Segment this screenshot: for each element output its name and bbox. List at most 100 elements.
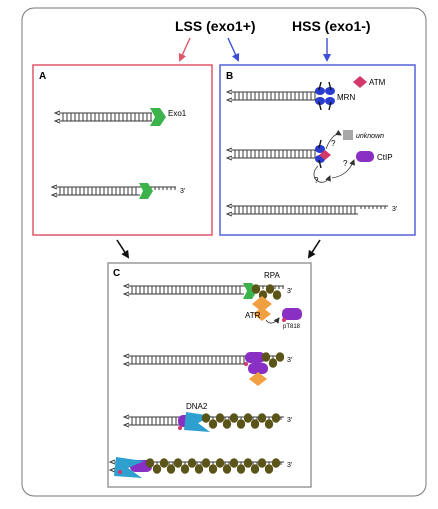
arrow-loop: [313, 165, 331, 183]
rpa-protein-icon: [250, 419, 260, 429]
rpa-protein-icon: [265, 284, 275, 294]
question-1: ?: [331, 139, 336, 148]
rpa-label: RPA: [264, 271, 281, 280]
rpa-protein-icon: [268, 358, 278, 368]
arrow-lss-to-a: [178, 37, 191, 62]
arrow-a-to-c: [116, 239, 130, 259]
pt818-label: pT818: [283, 324, 301, 330]
rpa-protein-icon: [222, 464, 232, 474]
rpa-protein-icon: [272, 290, 282, 300]
rpa-protein-icon: [271, 413, 281, 423]
arrow-b-to-c: [307, 239, 321, 259]
rpa-protein-icon: [180, 464, 190, 474]
arrow-lss-to-b: [227, 37, 240, 62]
strand-end-arrow: [108, 467, 116, 473]
panel-b-3prime: 3': [392, 206, 397, 213]
strand-end-arrow: [225, 147, 233, 153]
panel-c-3prime-4: 3': [287, 462, 292, 469]
rpa-protein-icon: [236, 464, 246, 474]
atm-label: ATM: [369, 78, 386, 87]
strand-end-arrow: [122, 353, 130, 359]
arrow-to-ctip: [331, 159, 355, 179]
atm-icon: [353, 76, 367, 88]
strand-end-arrow: [53, 118, 61, 124]
mrn-label: MRN: [337, 93, 355, 102]
strand-end-arrow: [122, 422, 130, 428]
rpa-protein-icon: [271, 458, 281, 468]
rpa-protein-icon: [159, 458, 169, 468]
rpa-protein-icon: [264, 464, 274, 474]
strand-end-arrow: [108, 459, 116, 465]
strand-end-arrow: [225, 97, 233, 103]
rpa-protein-icon: [215, 413, 225, 423]
rpa-protein-icon: [222, 419, 232, 429]
strand-end-arrow: [122, 283, 130, 289]
phospho-dot: [282, 318, 286, 322]
mrn-complex-icon-2: [315, 139, 331, 169]
rpa-cluster-3: [201, 413, 281, 429]
rpa-protein-icon: [257, 458, 267, 468]
strand-end-arrow: [225, 155, 233, 161]
title-hss: HSS (exo1-): [292, 18, 371, 34]
arrow-to-unknown: [325, 129, 342, 150]
rpa-protein-icon: [201, 458, 211, 468]
rpa-protein-icon: [243, 458, 253, 468]
rpa-cluster-2: [261, 352, 285, 368]
strand-end-arrow: [53, 110, 61, 116]
rpa-protein-icon: [201, 413, 211, 423]
strand-end-arrow: [50, 192, 58, 198]
rpa-protein-icon: [257, 413, 267, 423]
rpa-protein-icon: [261, 352, 271, 362]
panel-a-3prime: 3': [180, 188, 185, 195]
ctip-mrn-complex-icon: [244, 352, 268, 386]
panel-b-letter: B: [226, 71, 233, 82]
rpa-protein-icon: [229, 458, 239, 468]
question-2: ?: [343, 159, 348, 168]
rpa-protein-icon: [243, 413, 253, 423]
dna2-label: DNA2: [186, 402, 208, 411]
ctip-label: CtIP: [377, 153, 393, 162]
rpa-protein-icon: [229, 413, 239, 423]
rpa-protein-icon: [152, 464, 162, 474]
panel-a-letter: A: [39, 71, 46, 82]
rpa-protein-icon: [208, 419, 218, 429]
rpa-protein-icon: [215, 458, 225, 468]
panel-c-3prime-3: 3': [287, 417, 292, 424]
rpa-cluster-4: [145, 458, 281, 474]
rpa-cluster-1: [251, 284, 282, 300]
rpa-protein-icon: [251, 284, 261, 294]
rpa-protein-icon: [145, 458, 155, 468]
panel-a: [32, 64, 213, 236]
rpa-protein-icon: [194, 464, 204, 474]
panel-c-3prime-2: 3': [287, 357, 292, 364]
panel-c-letter: C: [113, 268, 120, 279]
panel-b-dna-3: [225, 203, 388, 217]
atr-icon: [252, 296, 272, 321]
atr-label: ATR: [245, 311, 261, 320]
panel-a-dna-1: [53, 110, 152, 124]
strand-end-arrow: [122, 414, 130, 420]
panel-b-dna-1: [225, 89, 318, 103]
strand-end-arrow: [122, 361, 130, 367]
unknown-label: unknown: [356, 133, 384, 140]
rpa-protein-icon: [250, 464, 260, 474]
strand-end-arrow: [225, 89, 233, 95]
mrn-complex-icon: [315, 81, 335, 111]
rpa-protein-icon: [275, 352, 285, 362]
panel-c: [107, 262, 312, 488]
arrow-atr-to-ctip: [265, 317, 280, 324]
ctip-phospho-icon: [282, 308, 302, 320]
strand-end-arrow: [122, 291, 130, 297]
exo1-icon: [150, 108, 166, 126]
rpa-protein-icon: [236, 419, 246, 429]
ctip-icon: [356, 151, 374, 162]
unknown-factor-icon: [343, 130, 353, 140]
strand-end-arrow: [225, 203, 233, 209]
rpa-protein-icon: [166, 464, 176, 474]
strand-end-arrow: [225, 211, 233, 217]
exo1-label: Exo1: [168, 109, 187, 118]
panel-c-3prime-1: 3': [287, 288, 292, 295]
rpa-protein-icon: [208, 464, 218, 474]
